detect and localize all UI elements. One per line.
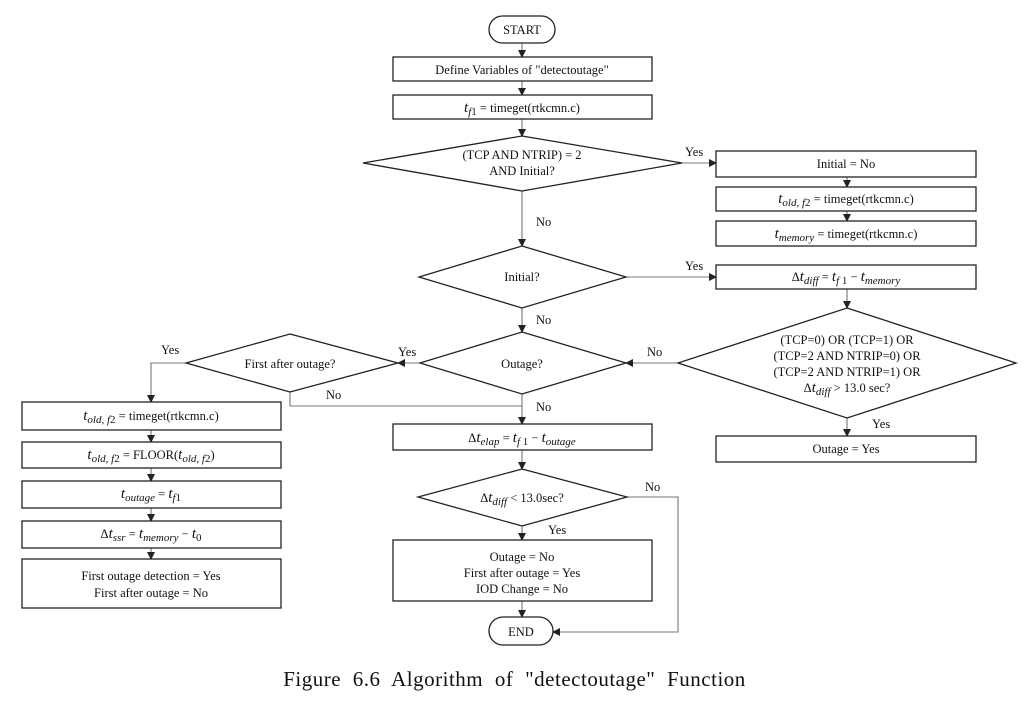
edge-label-initial-no: No [536,313,551,327]
edge-dec5-yes [147,362,186,403]
edge-label-cond-no: No [647,345,662,359]
dtelap-calc-label: Δtelap = tf 1 − toutage [468,430,576,448]
tcp-ntrip-line1: (TCP AND NTRIP) = 2 [462,148,581,162]
told-floor-box [21,441,282,469]
figure-caption: Figure 6.6 Algorithm of "detectoutage" F… [283,667,746,691]
edge-label-outage-no: No [536,400,551,414]
first-outage-detection-box [21,558,282,609]
end-terminal [488,616,554,646]
edge-label-dtdiff-yes: Yes [548,523,566,537]
edge-label-cond-yes: Yes [872,417,890,431]
toutage-set-box [21,480,282,509]
conditions-line4: Δtdiff > 13.0 sec? [804,380,891,398]
edge-dec6-no [552,496,679,636]
dtssr-calc-box [21,520,282,549]
told-timeget-left-box [21,401,282,431]
outage-decision-label: Outage? [501,357,543,371]
initial-decision [416,245,629,309]
outage-yes-box [715,435,977,463]
conditions-line1: (TCP=0) OR (TCP=1) OR [780,333,914,347]
toutage-set-label: toutage = tf1 [121,486,181,504]
end-label: END [508,625,534,639]
first-outage-detection-line1: First outage detection = Yes [81,569,220,583]
conditions-line3: (TCP=2 AND NTRIP=1) OR [773,365,921,379]
told-timeget-right-box [715,186,977,212]
edge-label-first-no: No [326,388,341,402]
tf1-timeget-label: tf1 = timeget(rtkcmn.c) [464,100,580,118]
edge-label-tcp-no: No [536,215,551,229]
dtdiff-calc-box [715,264,977,290]
told-timeget-right-label: told, f2 = timeget(rtkcmn.c) [778,191,914,209]
conditions-decision [675,307,1019,419]
start-terminal [488,15,556,44]
tcp-ntrip-line2: AND Initial? [489,164,555,178]
edge-label-outage-yes: Yes [398,345,416,359]
told-timeget-left-label: told, f2 = timeget(rtkcmn.c) [83,408,219,426]
edge-label-dtdiff-no: No [645,480,660,494]
dtdiff-lt-label: Δtdiff < 13.0sec? [480,490,564,508]
initial-no-box [715,150,977,178]
dtdiff-calc-label: Δtdiff = tf 1 − tmemory [792,269,901,287]
outage-decision [417,331,629,395]
start-label: START [503,23,541,37]
edge-label-tcp-yes: Yes [685,145,703,159]
define-variables-box [392,56,653,82]
edge-dec5-no [289,392,522,407]
dtdiff-lt-decision [415,468,630,527]
outage-yes-label: Outage = Yes [812,442,879,456]
told-floor-label: told, f2 = FLOOR(told, f2) [87,447,214,465]
first-outage-detection-line2: First after outage = No [94,586,208,600]
define-variables-label: Define Variables of "detectoutage" [435,63,608,77]
shapes [21,15,1019,646]
tmemory-timeget-box [715,220,977,247]
reset-flags-box [392,539,653,602]
initial-no-label: Initial = No [817,157,875,171]
tf1-timeget-box [392,94,653,120]
reset-line1: Outage = No [490,550,555,564]
dtssr-calc-label: Δtssr = tmemory − t0 [101,526,202,544]
initial-decision-label: Initial? [504,270,540,284]
tmemory-timeget-label: tmemory = timeget(rtkcmn.c) [775,226,918,244]
dtelap-calc-box [392,423,653,451]
node-texts: START Define Variables of "detectoutage"… [81,23,921,639]
reset-line2: First after outage = Yes [464,566,581,580]
reset-line3: IOD Change = No [476,582,568,596]
connectors [147,43,851,636]
edge-label-first-yes: Yes [161,343,179,357]
edge-label-initial-yes: Yes [685,259,703,273]
first-after-outage-label: First after outage? [245,357,336,371]
tcp-ntrip-initial-decision [362,135,683,192]
edge-labels: Yes No Yes No No Yes Yes No Yes No Yes N… [161,145,890,537]
conditions-line2: (TCP=2 AND NTRIP=0) OR [773,349,921,363]
first-after-outage-decision [183,333,401,393]
